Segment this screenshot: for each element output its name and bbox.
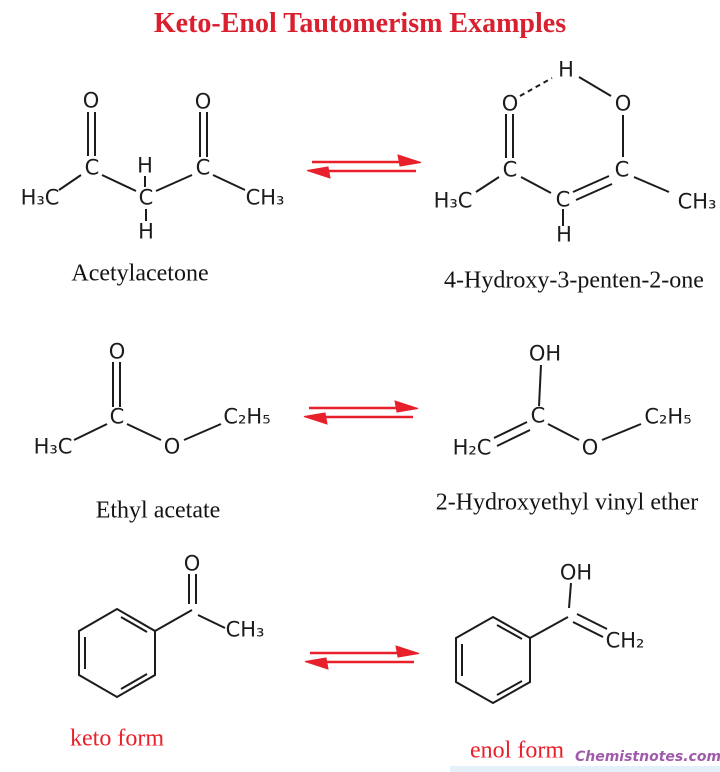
atom-label: C — [84, 155, 100, 180]
atom-label: C — [502, 157, 518, 182]
atom-label: H — [558, 57, 574, 82]
atom-label: O — [581, 435, 599, 460]
ethyl-acetate-bonds — [73, 362, 222, 441]
molecule-name: keto form — [70, 725, 164, 752]
atom-label: O — [108, 339, 126, 364]
hydrogen-bond-dashed — [519, 77, 553, 97]
molecule-name: Acetylacetone — [71, 260, 209, 287]
equilibrium-arrow-icon — [303, 644, 421, 671]
bottom-highlight-strip — [450, 766, 720, 772]
atom-label: CH₂ — [605, 628, 645, 653]
atom-label: H₂C — [452, 435, 492, 460]
equilibrium-arrow-icon — [305, 153, 423, 180]
molecule-name: Ethyl acetate — [95, 497, 221, 524]
atom-label: O — [614, 91, 632, 116]
atom-label: H₃C — [20, 185, 60, 210]
atom-label: O — [82, 88, 100, 113]
watermark-brand: Chemistnotes.com — [574, 749, 720, 765]
atom-label: H — [556, 222, 572, 247]
atom-label: H — [137, 153, 153, 178]
atom-label: CH₃ — [225, 617, 265, 642]
atom-label: O — [163, 434, 181, 459]
atom-label: O — [183, 551, 201, 576]
atom-label: OH — [528, 341, 562, 366]
atom-label: OH — [559, 560, 593, 585]
atom-label: H₃C — [433, 188, 473, 213]
enol-form-bonds — [455, 582, 608, 705]
molecule-name: 2-Hydroxyethyl vinyl ether — [435, 489, 699, 516]
benzene-ring — [455, 615, 531, 705]
equilibrium-arrow-icon — [302, 399, 420, 426]
atom-label: C — [109, 404, 125, 429]
hydroxypentenone-bonds — [475, 76, 670, 226]
atom-label: O — [194, 89, 212, 114]
molecule-name: enol form — [470, 737, 564, 764]
atom-label: O — [501, 91, 519, 116]
benzene-ring — [78, 607, 156, 699]
atom-label: C — [138, 185, 154, 210]
atom-label: C — [530, 403, 546, 428]
molecule-name: 4-Hydroxy-3-penten-2-one — [444, 267, 704, 294]
atom-label: C — [195, 155, 211, 180]
atom-label: H — [138, 219, 154, 244]
hydroxyethyl-vinyl-ether-bonds — [493, 364, 642, 447]
atom-label: H₃C — [33, 434, 73, 459]
keto-form-bonds — [78, 574, 226, 699]
atom-label: CH₃ — [245, 185, 285, 210]
atom-label: C₂H₅ — [223, 404, 271, 429]
acetylacetone-bonds — [58, 112, 246, 221]
atom-label: C — [555, 187, 571, 212]
page-title: Keto-Enol Tautomerism Examples — [153, 8, 567, 39]
atom-label: CH₃ — [677, 189, 717, 214]
atom-label: C — [614, 157, 630, 182]
atom-label: C₂H₅ — [644, 404, 692, 429]
